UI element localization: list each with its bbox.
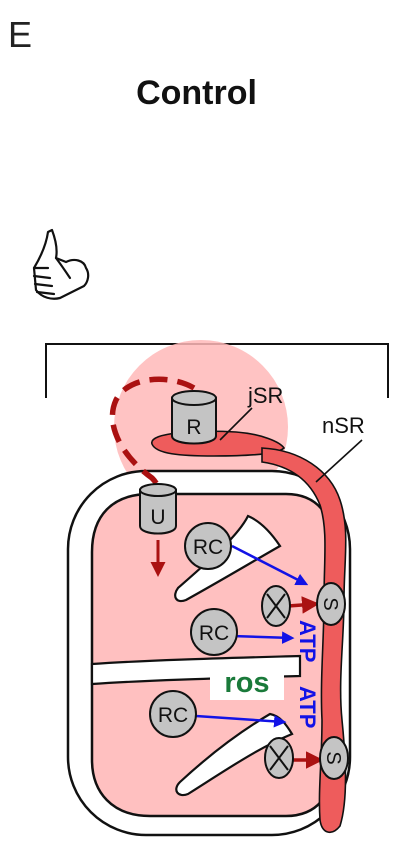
uniporter-channel: U	[140, 484, 176, 534]
serca1-label: S	[319, 597, 341, 610]
exchanger-arrow-1	[288, 604, 316, 606]
serca-pump-1: S	[317, 583, 345, 625]
thumbs-up-icon	[34, 230, 88, 299]
rc3-label: RC	[158, 704, 188, 727]
respiratory-complex-2: RC	[191, 609, 237, 655]
rc2-label: RC	[199, 622, 229, 645]
atp-label-2: ATP	[295, 686, 320, 728]
ryr-channel: R	[172, 391, 216, 444]
respiratory-complex-3: RC	[150, 691, 196, 737]
rc1-label: RC	[193, 536, 223, 559]
respiratory-complex-1: RC	[185, 523, 231, 569]
jsr-label: jSR	[247, 383, 283, 408]
serca-pump-2: S	[320, 737, 348, 779]
ros-label: ros	[224, 667, 269, 699]
nsr-leader-line	[316, 440, 362, 482]
ryr-label: R	[186, 416, 201, 439]
exchanger-1	[262, 586, 290, 626]
uniporter-label: U	[150, 506, 165, 529]
serca2-label: S	[322, 751, 344, 764]
exchanger-2	[265, 738, 293, 778]
atp-label-1: ATP	[295, 620, 320, 662]
nsr-label: nSR	[322, 413, 365, 438]
